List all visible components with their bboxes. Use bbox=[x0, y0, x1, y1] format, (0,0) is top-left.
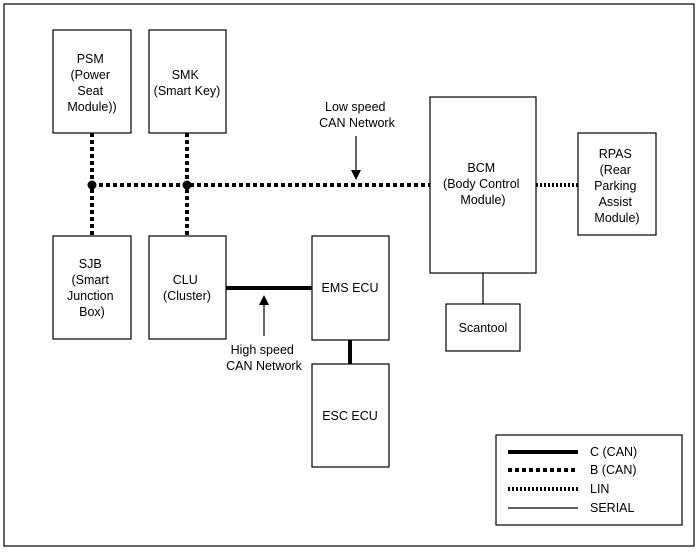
scantool-box bbox=[445, 303, 521, 352]
clu-box bbox=[148, 235, 227, 340]
rpas-label: RPAS (Rear Parking Assist Module) bbox=[594, 147, 640, 225]
esc-ecu-box bbox=[311, 363, 390, 468]
esc-ecu-label: ESC ECU bbox=[322, 409, 378, 423]
rpas-box bbox=[577, 132, 657, 236]
legend-label-lin: LIN bbox=[590, 482, 609, 496]
legend-label-b-can: B (CAN) bbox=[590, 463, 637, 477]
legend-box bbox=[495, 434, 683, 526]
sjb-label: SJB (Smart Junction Box) bbox=[67, 257, 117, 319]
ems-ecu-label: EMS ECU bbox=[322, 281, 379, 295]
scantool-label: Scantool bbox=[459, 321, 508, 335]
smk-box bbox=[148, 29, 227, 134]
legend-label-c-can: C (CAN) bbox=[590, 445, 637, 459]
bus-junction-psm bbox=[87, 180, 97, 190]
high-speed-can-label: High speed CAN Network bbox=[226, 343, 302, 373]
legend: C (CAN) B (CAN) LIN SERIAL bbox=[495, 434, 683, 526]
ems-ecu-box bbox=[311, 235, 390, 341]
bcm-box bbox=[429, 96, 537, 274]
psm-box bbox=[52, 29, 132, 134]
psm-label: PSM (Power Seat Module)) bbox=[67, 52, 116, 114]
low-speed-arrow bbox=[351, 136, 361, 180]
smk-label: SMK (Smart Key) bbox=[154, 68, 221, 98]
sjb-box bbox=[52, 235, 132, 340]
diagram-frame bbox=[3, 3, 695, 547]
clu-label: CLU (Cluster) bbox=[163, 273, 211, 303]
high-speed-arrow bbox=[259, 295, 269, 336]
bus-junction-smk bbox=[182, 180, 192, 190]
bcm-label: BCM (Body Control Module) bbox=[443, 161, 523, 207]
legend-label-serial: SERIAL bbox=[590, 501, 635, 515]
low-speed-can-label: Low speed CAN Network bbox=[319, 100, 395, 130]
